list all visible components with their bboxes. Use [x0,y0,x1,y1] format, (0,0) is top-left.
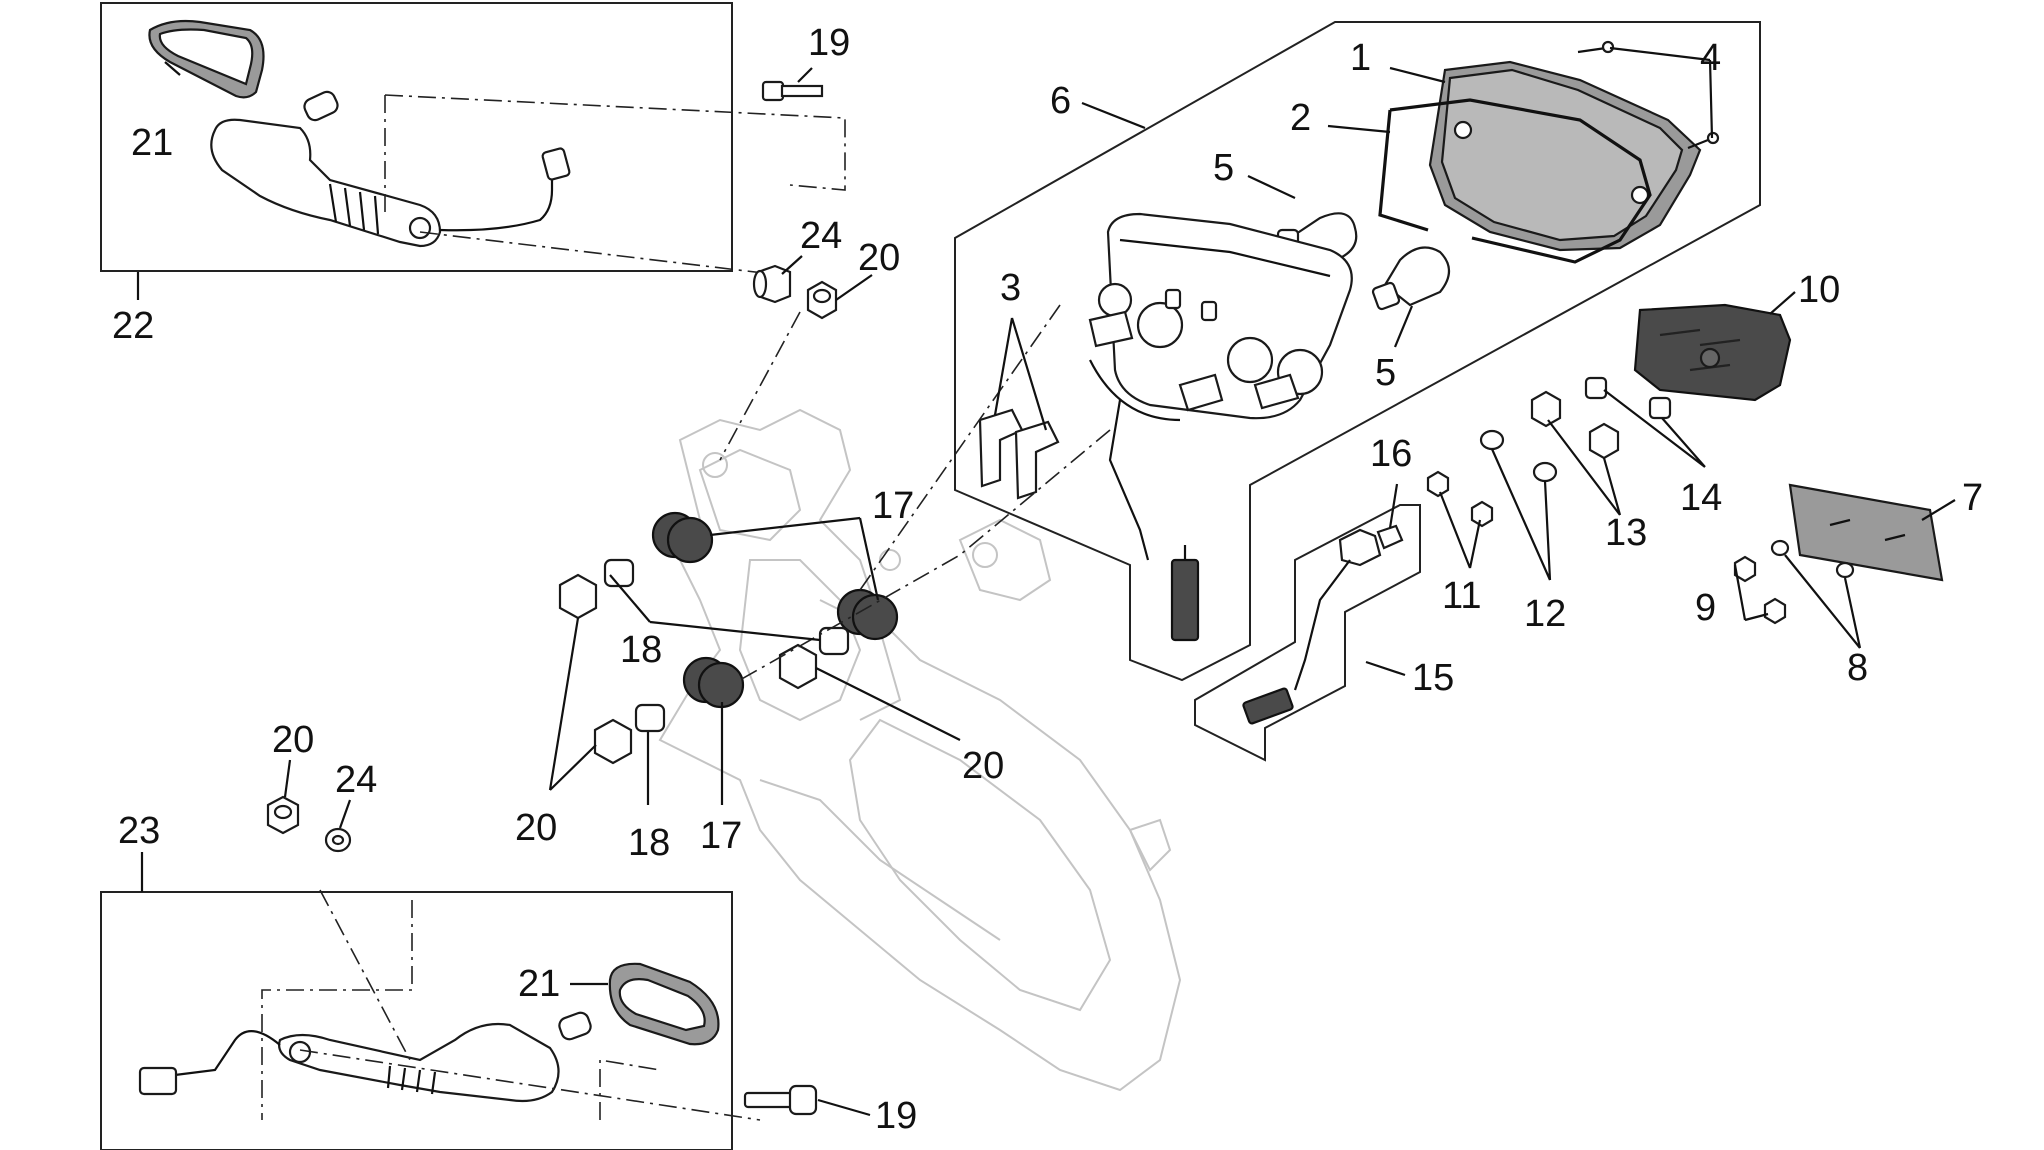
license-light-16 [1242,524,1404,725]
bushing-24-lower [324,827,352,853]
label-13: 13 [1605,512,1647,554]
callout-labels: 21 19 24 20 22 6 1 2 4 5 5 3 10 7 8 9 11… [112,22,1983,1137]
center-dash-guides [719,304,1111,681]
lower-dash-guides [261,889,761,1121]
label-15: 15 [1412,657,1454,699]
lower-lens-21 [608,962,720,1046]
label-16: 16 [1370,433,1412,475]
label-22: 22 [112,305,154,347]
label-10: 10 [1798,269,1840,311]
label-18-upper: 18 [620,629,662,671]
lower-turn-signal-body [138,1022,560,1103]
grommets-17 [651,511,899,709]
label-11: 11 [1442,575,1481,617]
label-19-lower: 19 [875,1095,917,1137]
label-17-upper: 17 [872,485,914,527]
box-15-license-light [1194,504,1421,762]
label-24-upper: 24 [800,215,842,257]
rear-frame-outline [658,408,1182,1092]
reflector-7 [1788,483,1944,582]
label-24-lower: 24 [335,759,377,801]
label-5-upper: 5 [1213,147,1234,189]
upper-bulb [303,90,339,122]
label-20-center-right: 20 [962,745,1004,787]
label-12: 12 [1524,593,1566,635]
label-14: 14 [1680,477,1722,519]
box-22-upper-turn-signal [100,2,733,272]
cable-clips-3 [978,408,1060,500]
bolt-19-upper [761,80,824,102]
taillight-lens-1 [1428,60,1702,252]
nut-20-lower [266,795,300,835]
label-19-upper: 19 [808,22,850,64]
box-23-lower-turn-signal [100,891,733,1150]
spacers-18 [603,558,850,733]
label-2: 2 [1290,97,1311,139]
label-6: 6 [1050,80,1071,122]
bushing-24-upper [752,264,792,304]
reflector-plate-10 [1633,303,1792,402]
nuts-20-center [558,573,818,765]
screws-4 [1577,40,1720,150]
label-5-lower: 5 [1375,352,1396,394]
label-8: 8 [1847,647,1868,689]
bolt-19-lower [743,1084,818,1116]
label-20-upper: 20 [858,237,900,279]
nut-20-upper [806,280,838,320]
lower-bulb [558,1011,592,1041]
label-21-upper: 21 [131,122,173,164]
gasket-2 [1378,98,1652,264]
label-21-lower: 21 [518,963,560,1005]
label-23: 23 [118,810,160,852]
bulb-5-lower [1371,246,1451,311]
taillight-housing [1088,212,1353,642]
upper-turn-signal-body [210,118,571,248]
label-3: 3 [1000,267,1021,309]
leader-lines [136,46,1956,1117]
label-1: 1 [1350,37,1371,79]
label-4: 4 [1700,37,1721,79]
upper-lens-21 [148,19,265,99]
box-6-taillight-group [954,21,1761,682]
label-18-lower: 18 [628,822,670,864]
label-20-center-left: 20 [515,807,557,849]
label-9: 9 [1695,587,1716,629]
label-17-lower: 17 [700,815,742,857]
upper-dash-guides [384,94,846,276]
label-20-lower: 20 [272,719,314,761]
hardware-small [1426,376,1855,625]
label-7: 7 [1962,477,1983,519]
